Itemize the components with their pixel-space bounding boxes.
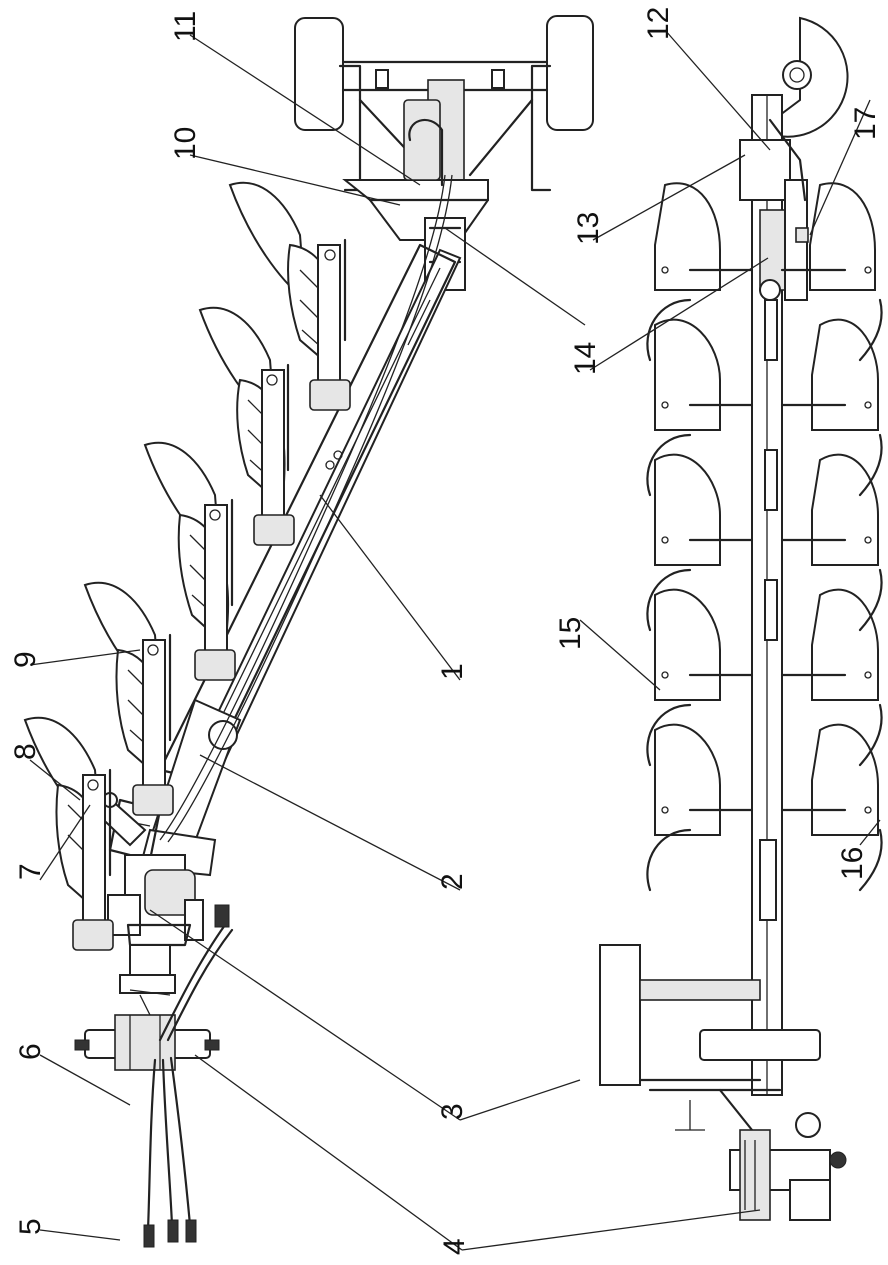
callout-13: 13 — [572, 212, 605, 245]
callout-4: 4 — [438, 1238, 471, 1255]
hitch — [74, 994, 220, 1071]
hydraulic-hoses — [143, 174, 453, 1248]
callout-labels: 1 2 3 4 5 6 7 8 9 10 11 12 13 14 15 16 1… — [9, 7, 882, 1255]
callout-10: 10 — [169, 127, 202, 160]
callout-9: 9 — [9, 651, 42, 668]
callout-1: 1 — [436, 663, 469, 680]
callout-12: 12 — [642, 7, 675, 40]
headstock — [107, 854, 204, 996]
plough-body — [23, 716, 114, 951]
plough-body — [228, 181, 351, 411]
callout-17: 17 — [849, 107, 882, 140]
plough-body — [83, 581, 174, 816]
plough-top-view — [599, 16, 883, 1221]
callout-8: 8 — [9, 743, 42, 760]
callout-2: 2 — [436, 873, 469, 890]
plough-bodies — [23, 181, 351, 951]
front-hitch — [729, 1129, 847, 1221]
callout-6: 6 — [14, 1043, 47, 1060]
moldboards — [646, 182, 883, 892]
callout-11: 11 — [169, 11, 202, 42]
turnover-mechanism — [599, 944, 821, 1142]
plough-body — [143, 441, 236, 681]
rear-assembly — [739, 118, 809, 301]
callout-7: 7 — [14, 863, 47, 880]
plough-body — [198, 306, 295, 546]
leader-lines — [29, 29, 881, 1251]
callout-5: 5 — [14, 1218, 47, 1235]
callout-3: 3 — [436, 1103, 469, 1120]
front-beam — [108, 698, 242, 877]
transport-wheels — [294, 15, 594, 192]
callout-14: 14 — [569, 342, 602, 375]
callout-16: 16 — [836, 847, 869, 880]
plough-side-view — [23, 15, 594, 1248]
callout-15: 15 — [554, 617, 587, 650]
rear-frame — [342, 99, 490, 291]
